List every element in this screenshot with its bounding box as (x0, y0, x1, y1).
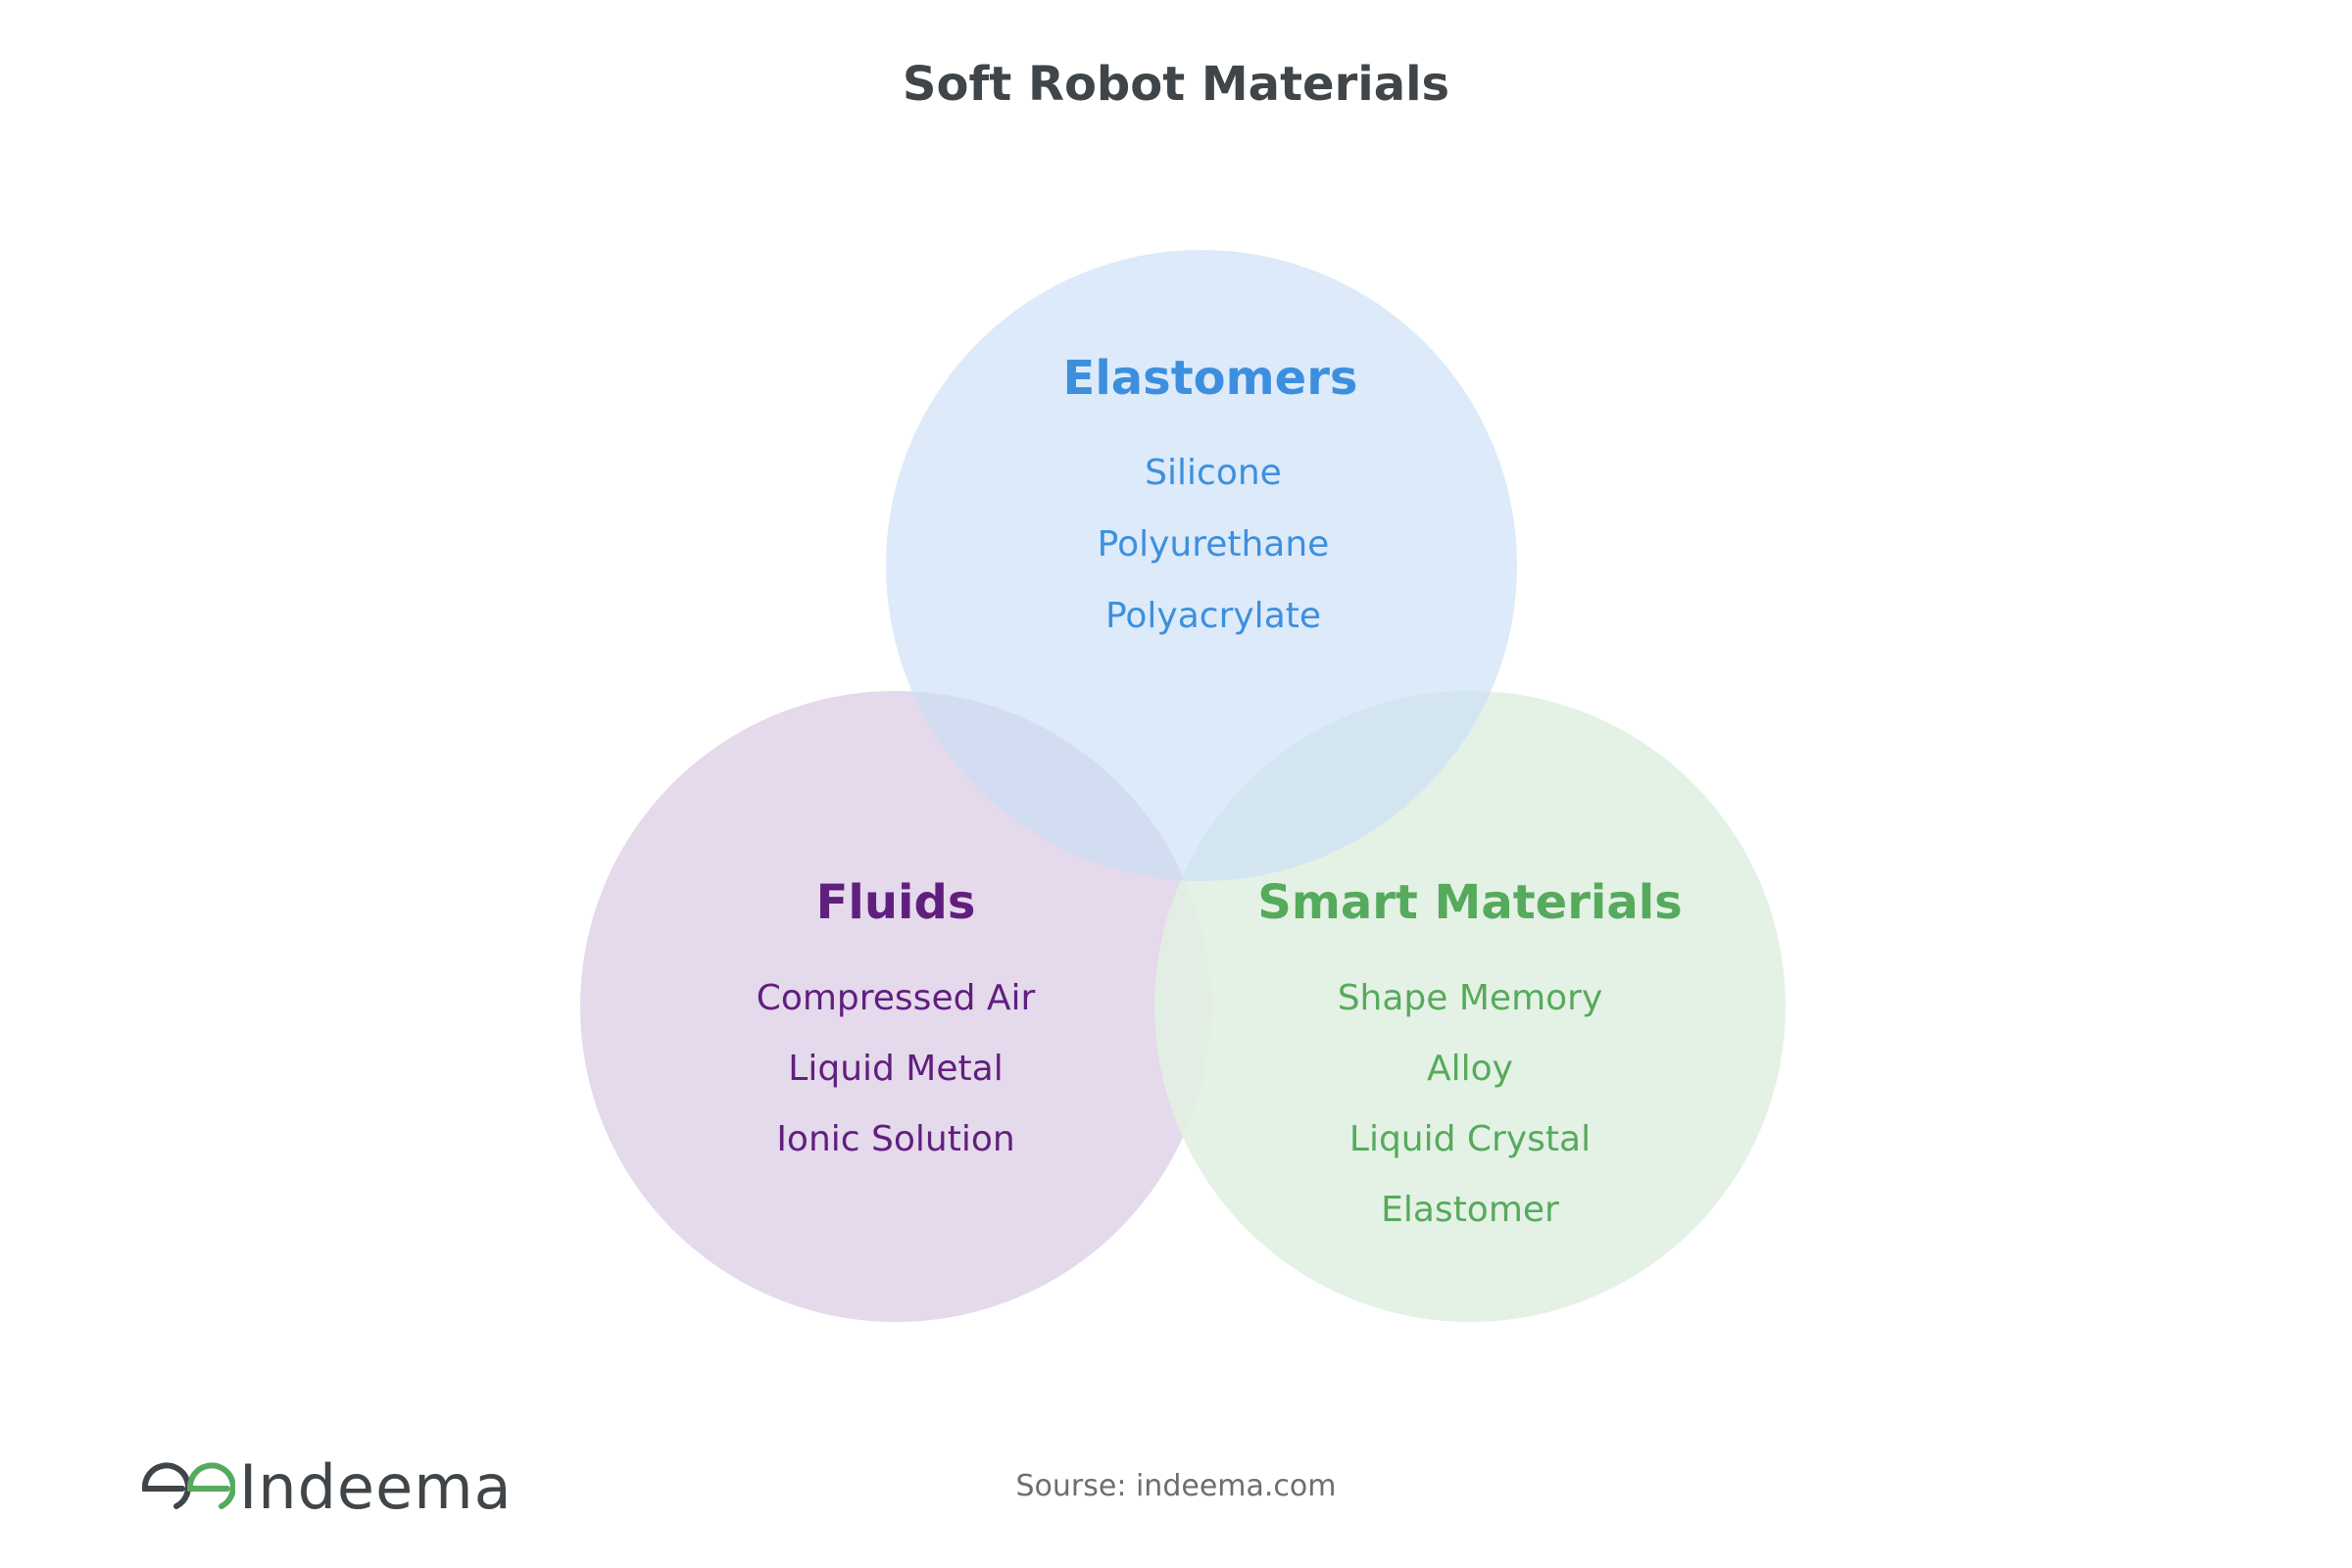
fluids-item: Compressed Air (757, 978, 1036, 1018)
fluids-item: Ionic Solution (776, 1119, 1014, 1159)
indeema-logo-text: Indeema (239, 1451, 513, 1523)
smart-materials-item: Alloy (1427, 1049, 1513, 1089)
indeema-logo: Indeema (137, 1448, 513, 1527)
elastomers-title: Elastomers (1063, 351, 1358, 406)
smart-materials-item: Liquid Crystal (1349, 1119, 1591, 1159)
smart-materials-item: Elastomer (1381, 1190, 1559, 1230)
fluids-circle (580, 691, 1211, 1322)
elastomers-circle (886, 250, 1517, 881)
elastomers-item: Polyurethane (1098, 524, 1330, 564)
indeema-logo-icon (141, 1462, 235, 1509)
smart-materials-item: Shape Memory (1338, 978, 1603, 1018)
fluids-item: Liquid Metal (788, 1049, 1003, 1089)
elastomers-item: Silicone (1145, 453, 1282, 493)
smart-materials-title: Smart Materials (1257, 875, 1683, 930)
fluids-title: Fluids (816, 875, 976, 930)
source-caption: Sourse: indeema.com (1015, 1469, 1337, 1503)
page-title: Soft Robot Materials (902, 57, 1450, 112)
elastomers-item: Polyacrylate (1105, 596, 1321, 636)
